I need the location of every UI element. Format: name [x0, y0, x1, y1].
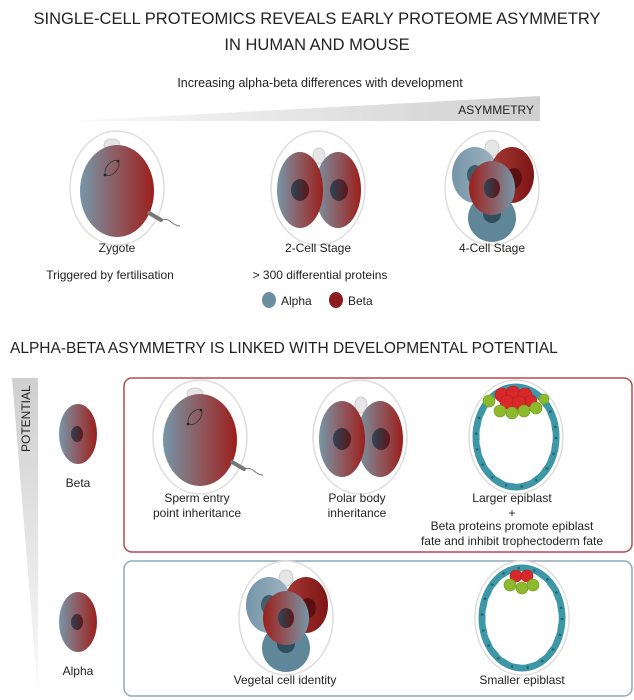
zygote-note: Triggered by fertilisation: [46, 268, 174, 282]
potential-wedge: [12, 378, 38, 695]
alpha-legend-swatch: [262, 292, 276, 308]
alpha-label: Alpha: [63, 664, 94, 678]
zygote-illustration: [68, 129, 182, 247]
sperm-entry-line2: point inheritance: [153, 506, 241, 520]
alpha-legend-label: Alpha: [281, 294, 312, 308]
zygote-label: Zygote: [99, 241, 136, 255]
two-cell-label: 2-Cell Stage: [285, 241, 351, 255]
two-cell-illustration: [270, 130, 366, 246]
sperm-entry-illustration: [151, 378, 265, 496]
smaller-epiblast-blastocyst: [475, 561, 569, 675]
asymmetry-label: ASYMMETRY: [458, 103, 534, 117]
potential-label: POTENTIAL: [19, 385, 33, 452]
two-cell-note: > 300 differential proteins: [253, 268, 388, 282]
alpha-cell-icon: [59, 592, 97, 652]
larger-epiblast-line1: Larger epiblast: [472, 491, 552, 505]
vegetal-four-cell-illustration: [238, 560, 334, 676]
section2-title: ALPHA-BETA ASYMMETRY IS LINKED WITH DEVE…: [10, 340, 558, 357]
larger-epiblast-line3: Beta proteins promote epiblast: [431, 519, 594, 533]
alpha-box: [123, 560, 633, 697]
four-cell-label: 4-Cell Stage: [459, 241, 525, 255]
larger-epiblast-blastocyst: [469, 380, 563, 494]
beta-legend-label: Beta: [348, 294, 373, 308]
main-title-line2: IN HUMAN AND MOUSE: [224, 36, 409, 54]
top-subtitle: Increasing alpha-beta differences with d…: [177, 76, 463, 90]
beta-cell-icon: [59, 404, 97, 464]
polar-body-line2: inheritance: [328, 506, 387, 520]
main-title-line1: SINGLE-CELL PROTEOMICS REVEALS EARLY PRO…: [34, 10, 601, 28]
polar-body-illustration: [312, 379, 408, 495]
beta-legend-swatch: [329, 292, 343, 308]
asymmetry-wedge: [72, 96, 540, 121]
larger-epiblast-plus: +: [508, 506, 515, 520]
sperm-entry-line1: Sperm entry: [164, 491, 229, 505]
beta-label: Beta: [66, 476, 91, 490]
four-cell-illustration: [444, 130, 540, 246]
smaller-epiblast-label: Smaller epiblast: [479, 673, 565, 687]
larger-epiblast-line4: fate and inhibit trophectoderm fate: [421, 534, 603, 548]
beta-box: [123, 377, 633, 553]
polar-body-line1: Polar body: [328, 491, 385, 505]
vegetal-label: Vegetal cell identity: [234, 673, 337, 687]
